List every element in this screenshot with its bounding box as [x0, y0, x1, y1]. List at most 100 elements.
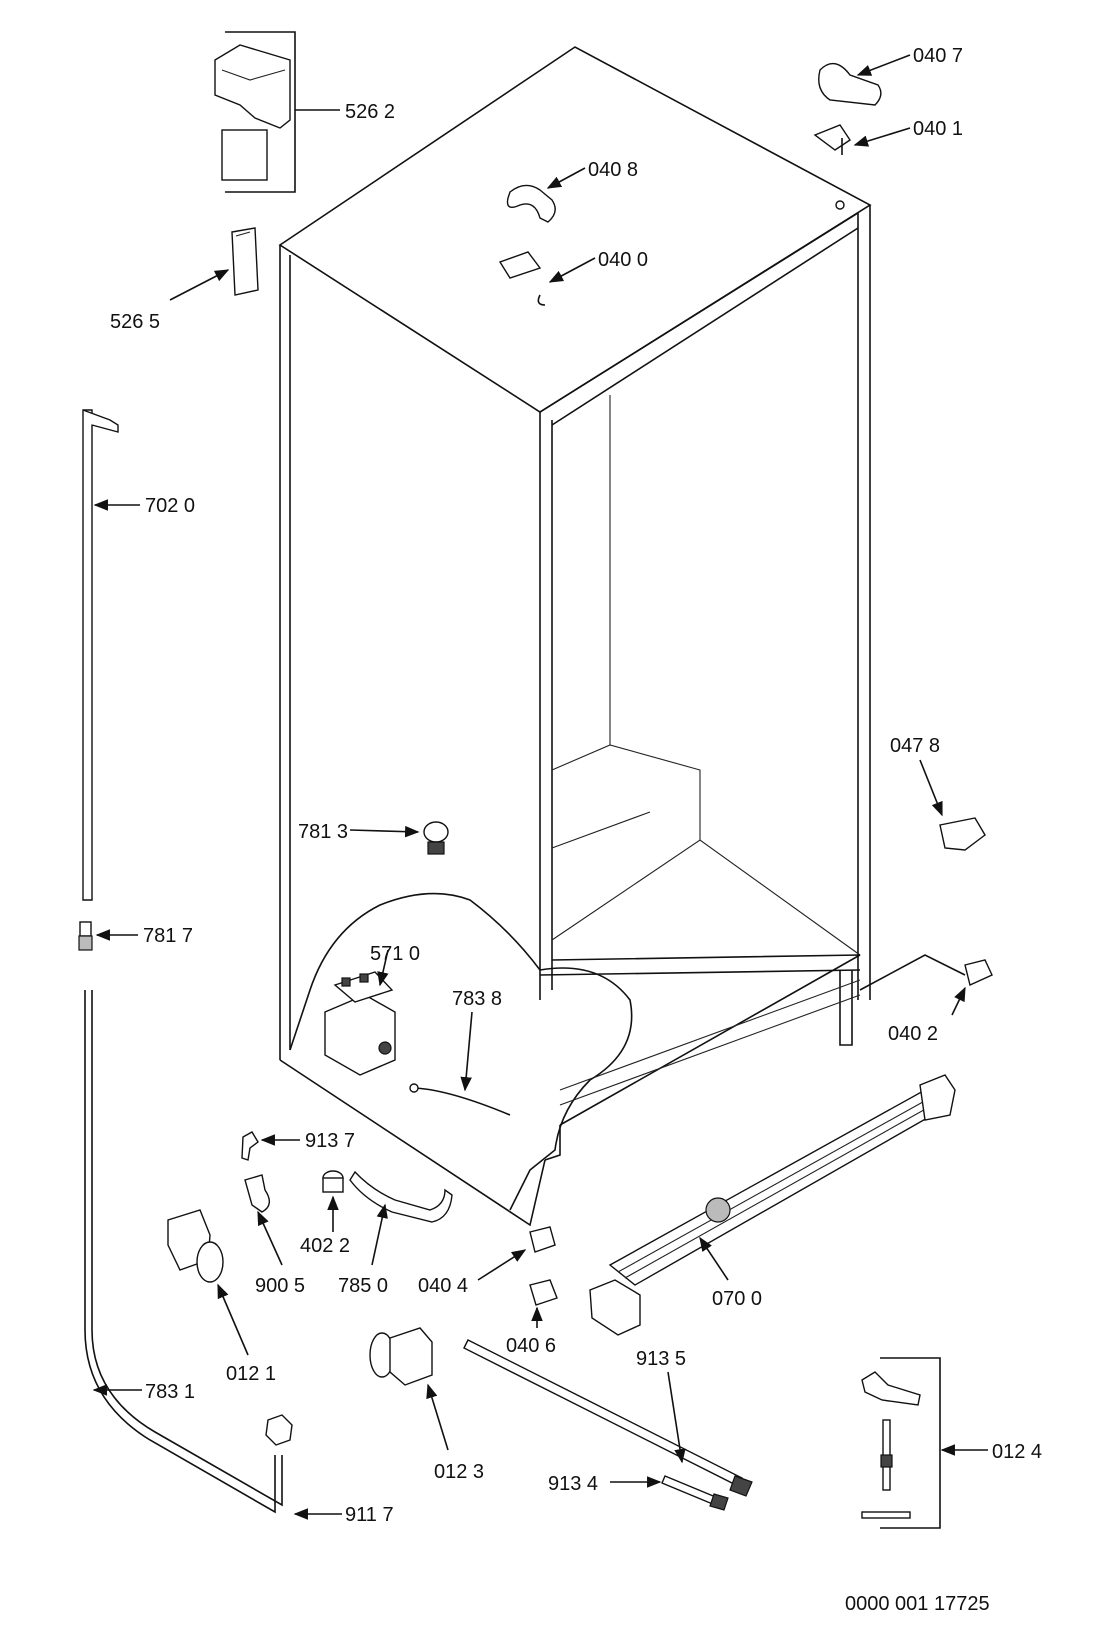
- part-nut: [265, 1414, 293, 1446]
- short-screw-shaft: [661, 1475, 719, 1506]
- long-screw-head: [729, 1475, 753, 1497]
- leader-0401: [853, 127, 911, 147]
- leader-0404: [477, 1249, 527, 1281]
- part-long-screw: [463, 1339, 753, 1497]
- part-kit-group: [861, 1357, 941, 1529]
- callout-7020: 702 0: [145, 495, 195, 517]
- grille-slat-2: [624, 1101, 939, 1279]
- callout-7850: 785 0: [338, 1275, 388, 1297]
- relay-body: [324, 994, 396, 1076]
- callout-0124: 012 4: [992, 1441, 1042, 1463]
- interior-shelf-step: [551, 744, 701, 840]
- part-cover-plate: [231, 227, 259, 296]
- leader-7813: [349, 825, 420, 838]
- callout-0121: 012 1: [226, 1363, 276, 1385]
- front-frame-top-inner: [551, 227, 859, 426]
- leader-0700: [699, 1236, 729, 1281]
- callout-0478: 047 8: [890, 735, 940, 757]
- callout-7838: 783 8: [452, 988, 502, 1010]
- callout-0406: 040 6: [506, 1335, 556, 1357]
- callout-7813: 781 3: [298, 821, 348, 843]
- leader-0478: [919, 759, 943, 817]
- part-bracket-leader: [859, 954, 966, 991]
- hinge-hole: [835, 200, 845, 210]
- leader-0402: [951, 986, 966, 1016]
- grommet-thread: [427, 841, 445, 855]
- relay-screw: [378, 1041, 392, 1055]
- bottom-rail-line: [559, 979, 861, 1091]
- middle-hinge-plate: [498, 251, 542, 279]
- bushing-lower: [78, 935, 93, 951]
- grille-center-clip: [705, 1197, 731, 1223]
- part-short-screw: [661, 1475, 729, 1511]
- callout-0408: 040 8: [588, 159, 638, 181]
- cap-body: [322, 1177, 344, 1193]
- capillary-end: [409, 1083, 419, 1093]
- callout-9117: 911 7: [345, 1504, 394, 1526]
- callout-9135: 913 5: [636, 1348, 686, 1370]
- callout-leaders: [92, 54, 988, 1520]
- part-small-screw: [241, 1131, 259, 1161]
- cover-plate-fold: [235, 231, 251, 237]
- top-hinge-plate: [813, 124, 851, 151]
- part-group-bracket: [225, 31, 296, 193]
- part-hinge-cover-middle: [506, 184, 556, 223]
- part-roller-right: [369, 1327, 433, 1386]
- part-relay: [324, 971, 396, 1076]
- interior-floor: [551, 839, 861, 956]
- part-capillary: [414, 1087, 511, 1116]
- part-cap: [322, 1170, 344, 1193]
- callout-9134: 913 4: [548, 1473, 598, 1495]
- leader-9005: [257, 1210, 283, 1266]
- leader-0400: [548, 257, 596, 283]
- relay-terminal-1: [341, 977, 351, 987]
- leader-0121: [217, 1283, 249, 1356]
- part-clip: [939, 817, 986, 851]
- part-drain-hose: [349, 1170, 453, 1223]
- leader-0407: [856, 54, 911, 76]
- control-box-detail: [221, 69, 286, 81]
- leader-5710: [377, 949, 389, 987]
- hinge-rod-bend: [82, 409, 119, 433]
- callout-0123: 012 3: [434, 1461, 484, 1483]
- grille-slat-1: [617, 1097, 931, 1273]
- cabinet-body: [278, 46, 872, 1227]
- grille-right-end: [919, 1074, 956, 1121]
- leader-7838: [460, 1011, 473, 1092]
- bottom-frame: [551, 954, 861, 1126]
- grille-top-face: [608, 1089, 952, 1286]
- part-top-hinge: [813, 124, 851, 210]
- part-hinge-cover-top: [818, 62, 882, 106]
- relay-terminal-2: [359, 973, 369, 983]
- leader-0123: [426, 1383, 449, 1451]
- part-middle-hinge: [498, 251, 546, 306]
- front-frame-top: [539, 212, 859, 413]
- part-grommet: [423, 821, 449, 855]
- roller-left-wheel: [196, 1241, 224, 1283]
- cutaway-outline: [289, 892, 633, 1211]
- part-base-grille: [589, 1074, 956, 1336]
- kit-plate: [861, 1511, 911, 1519]
- right-foot: [839, 970, 853, 1046]
- kit-rod-sleeve: [880, 1454, 893, 1468]
- callout-5265: 526 5: [110, 311, 160, 333]
- callout-7817: 781 7: [143, 925, 193, 947]
- interior-shelf-line: [551, 811, 651, 849]
- callout-0700: 070 0: [712, 1288, 762, 1310]
- bottom-rail-line-2: [559, 994, 861, 1106]
- callout-0404: 040 4: [418, 1275, 468, 1297]
- part-small-bracket: [529, 1226, 556, 1253]
- control-box-label-plate: [221, 129, 268, 181]
- callout-5262: 526 2: [345, 101, 395, 123]
- drawing-number: 0000 001 17725: [845, 1593, 990, 1615]
- grommet-top: [423, 821, 449, 843]
- roller-right-bracket: [389, 1327, 433, 1386]
- hinge-rod-shaft: [82, 409, 93, 901]
- callout-9137: 913 7: [305, 1130, 355, 1152]
- part-bushing: [78, 921, 93, 951]
- leader-0408: [546, 167, 586, 189]
- callout-0402: 040 2: [888, 1023, 938, 1045]
- callout-0407: 040 7: [913, 45, 963, 67]
